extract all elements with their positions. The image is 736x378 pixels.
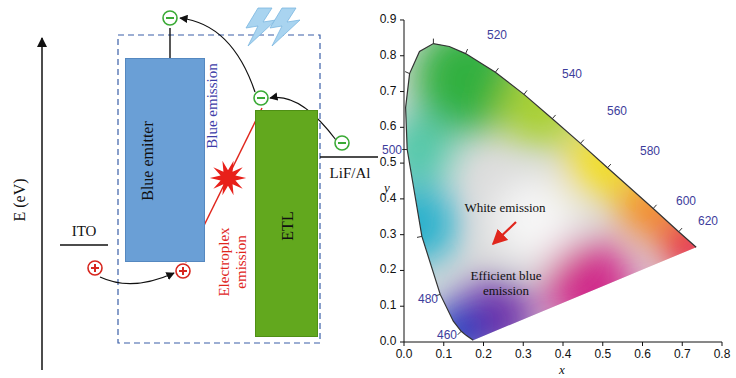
electron bbox=[254, 91, 268, 105]
annotation: White emission bbox=[464, 201, 545, 216]
electroplex-star bbox=[210, 161, 246, 196]
emitter-layer: Blue emitter bbox=[125, 58, 205, 262]
layer-label: Blue emitter bbox=[139, 121, 157, 201]
tick-label: 0.5 bbox=[380, 156, 397, 170]
emission-label: Blue emission bbox=[204, 63, 221, 148]
wavelength-label: 600 bbox=[676, 195, 696, 209]
tick-label: 0.4 bbox=[555, 348, 572, 362]
tick-label: 0.8 bbox=[714, 348, 731, 362]
cathode-level bbox=[320, 156, 378, 157]
etl-layer: ETL bbox=[255, 110, 318, 337]
annotation: Efficient blue emission bbox=[447, 269, 565, 299]
tick-label: 0.7 bbox=[380, 85, 397, 99]
spectral-locus bbox=[406, 44, 697, 341]
wavelength-label: 620 bbox=[698, 215, 718, 229]
tick-label: 0.6 bbox=[380, 120, 397, 134]
tick-label: 0.2 bbox=[475, 348, 492, 362]
ito-level bbox=[60, 244, 108, 245]
emission-label: Electroplex emission bbox=[216, 207, 251, 317]
tick-label: 0.0 bbox=[380, 335, 397, 349]
axis-label: E (eV) bbox=[11, 178, 29, 221]
tick-label: 0.1 bbox=[380, 299, 397, 313]
hole bbox=[88, 261, 102, 275]
tick-label: 0.3 bbox=[515, 348, 532, 362]
electron bbox=[335, 136, 349, 150]
axis-label: x bbox=[559, 363, 565, 378]
tick-label: 0.5 bbox=[594, 348, 611, 362]
wavelength-label: 460 bbox=[437, 329, 457, 343]
locus-ticks bbox=[402, 39, 682, 335]
tick-label: 0.7 bbox=[674, 348, 691, 362]
tick-label: 0.3 bbox=[380, 228, 397, 242]
tick-label: 0.2 bbox=[380, 264, 397, 278]
wavelength-label: 560 bbox=[607, 105, 627, 119]
injection-arrow bbox=[100, 273, 174, 284]
wavelength-label: 480 bbox=[418, 293, 438, 307]
electron bbox=[163, 11, 177, 25]
chart-axes bbox=[400, 20, 722, 346]
tick-label: 0.6 bbox=[634, 348, 651, 362]
shift-arrow bbox=[493, 222, 516, 244]
tick-label: 0.1 bbox=[435, 348, 452, 362]
hole bbox=[176, 264, 190, 278]
tick-label: 0.8 bbox=[380, 49, 397, 63]
wavelength-label: 540 bbox=[562, 68, 582, 82]
energy-axis bbox=[41, 38, 43, 370]
cie-gamut bbox=[378, 23, 720, 362]
layer-label: ETL bbox=[279, 211, 297, 240]
tick-label: 0.9 bbox=[380, 13, 397, 27]
wavelength-label: 580 bbox=[640, 145, 660, 159]
tick-label: 0.0 bbox=[396, 348, 413, 362]
wavelength-label: 520 bbox=[487, 29, 507, 43]
lightning bbox=[246, 8, 300, 46]
axis-label: y bbox=[384, 181, 390, 196]
electrode-label: ITO bbox=[72, 223, 97, 240]
electrode-label: LiF/Al bbox=[330, 165, 371, 182]
device-frame bbox=[118, 35, 320, 343]
